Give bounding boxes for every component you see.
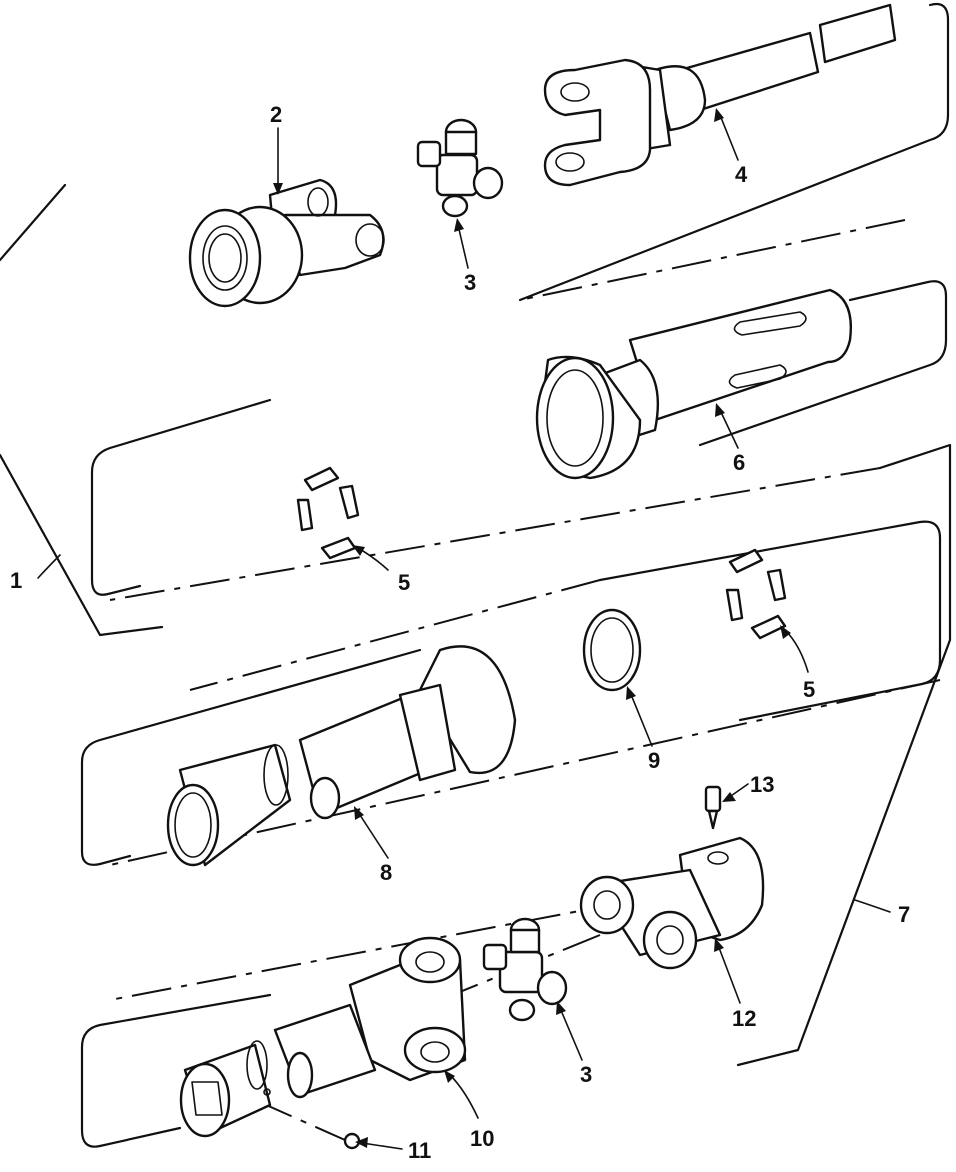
part-12-end-yoke (579, 836, 765, 970)
part-11-screw (343, 1132, 361, 1150)
panel-bottom (80, 993, 272, 1148)
callout-8: 8 (380, 860, 392, 885)
bracket-assembly-1 (0, 183, 164, 637)
leader-lines (37, 108, 891, 1150)
callout-10: 10 (470, 1126, 494, 1151)
part-10-yoke-tube (179, 936, 467, 1138)
callout-1: 1 (10, 568, 22, 593)
part-5-clips-lower (725, 548, 787, 640)
callout-7: 7 (898, 902, 910, 927)
callout-5-lower: 5 (803, 677, 815, 702)
callout-13: 13 (750, 772, 774, 797)
part-6-shield (535, 288, 852, 480)
part-2-slip-yoke (188, 178, 385, 308)
part-4-shaft-yoke (543, 3, 897, 187)
panel-middle (80, 520, 942, 866)
part-9-ring (582, 608, 642, 692)
callout-4: 4 (735, 162, 748, 187)
callout-3-top: 3 (464, 270, 476, 295)
callout-9: 9 (648, 748, 660, 773)
panel-shield (90, 280, 948, 596)
callout-11: 11 (408, 1138, 431, 1163)
callout-6: 6 (733, 450, 745, 475)
callout-3-bottom: 3 (580, 1062, 592, 1087)
part-8-tubes (166, 645, 517, 867)
part-3-cross-journal-bottom (482, 917, 568, 1022)
bracket-assembly-7 (736, 443, 952, 1067)
part-3-cross-journal-top (416, 118, 504, 218)
callout-5-upper: 5 (398, 570, 410, 595)
callout-12: 12 (732, 1006, 756, 1031)
callout-labels: 1 2 3 4 6 5 5 9 8 13 7 12 3 10 11 (10, 102, 910, 1163)
part-5-clips-upper (296, 466, 360, 560)
callout-2: 2 (270, 102, 282, 127)
part-13-grease-fitting (704, 785, 722, 830)
panel-top (518, 2, 950, 302)
